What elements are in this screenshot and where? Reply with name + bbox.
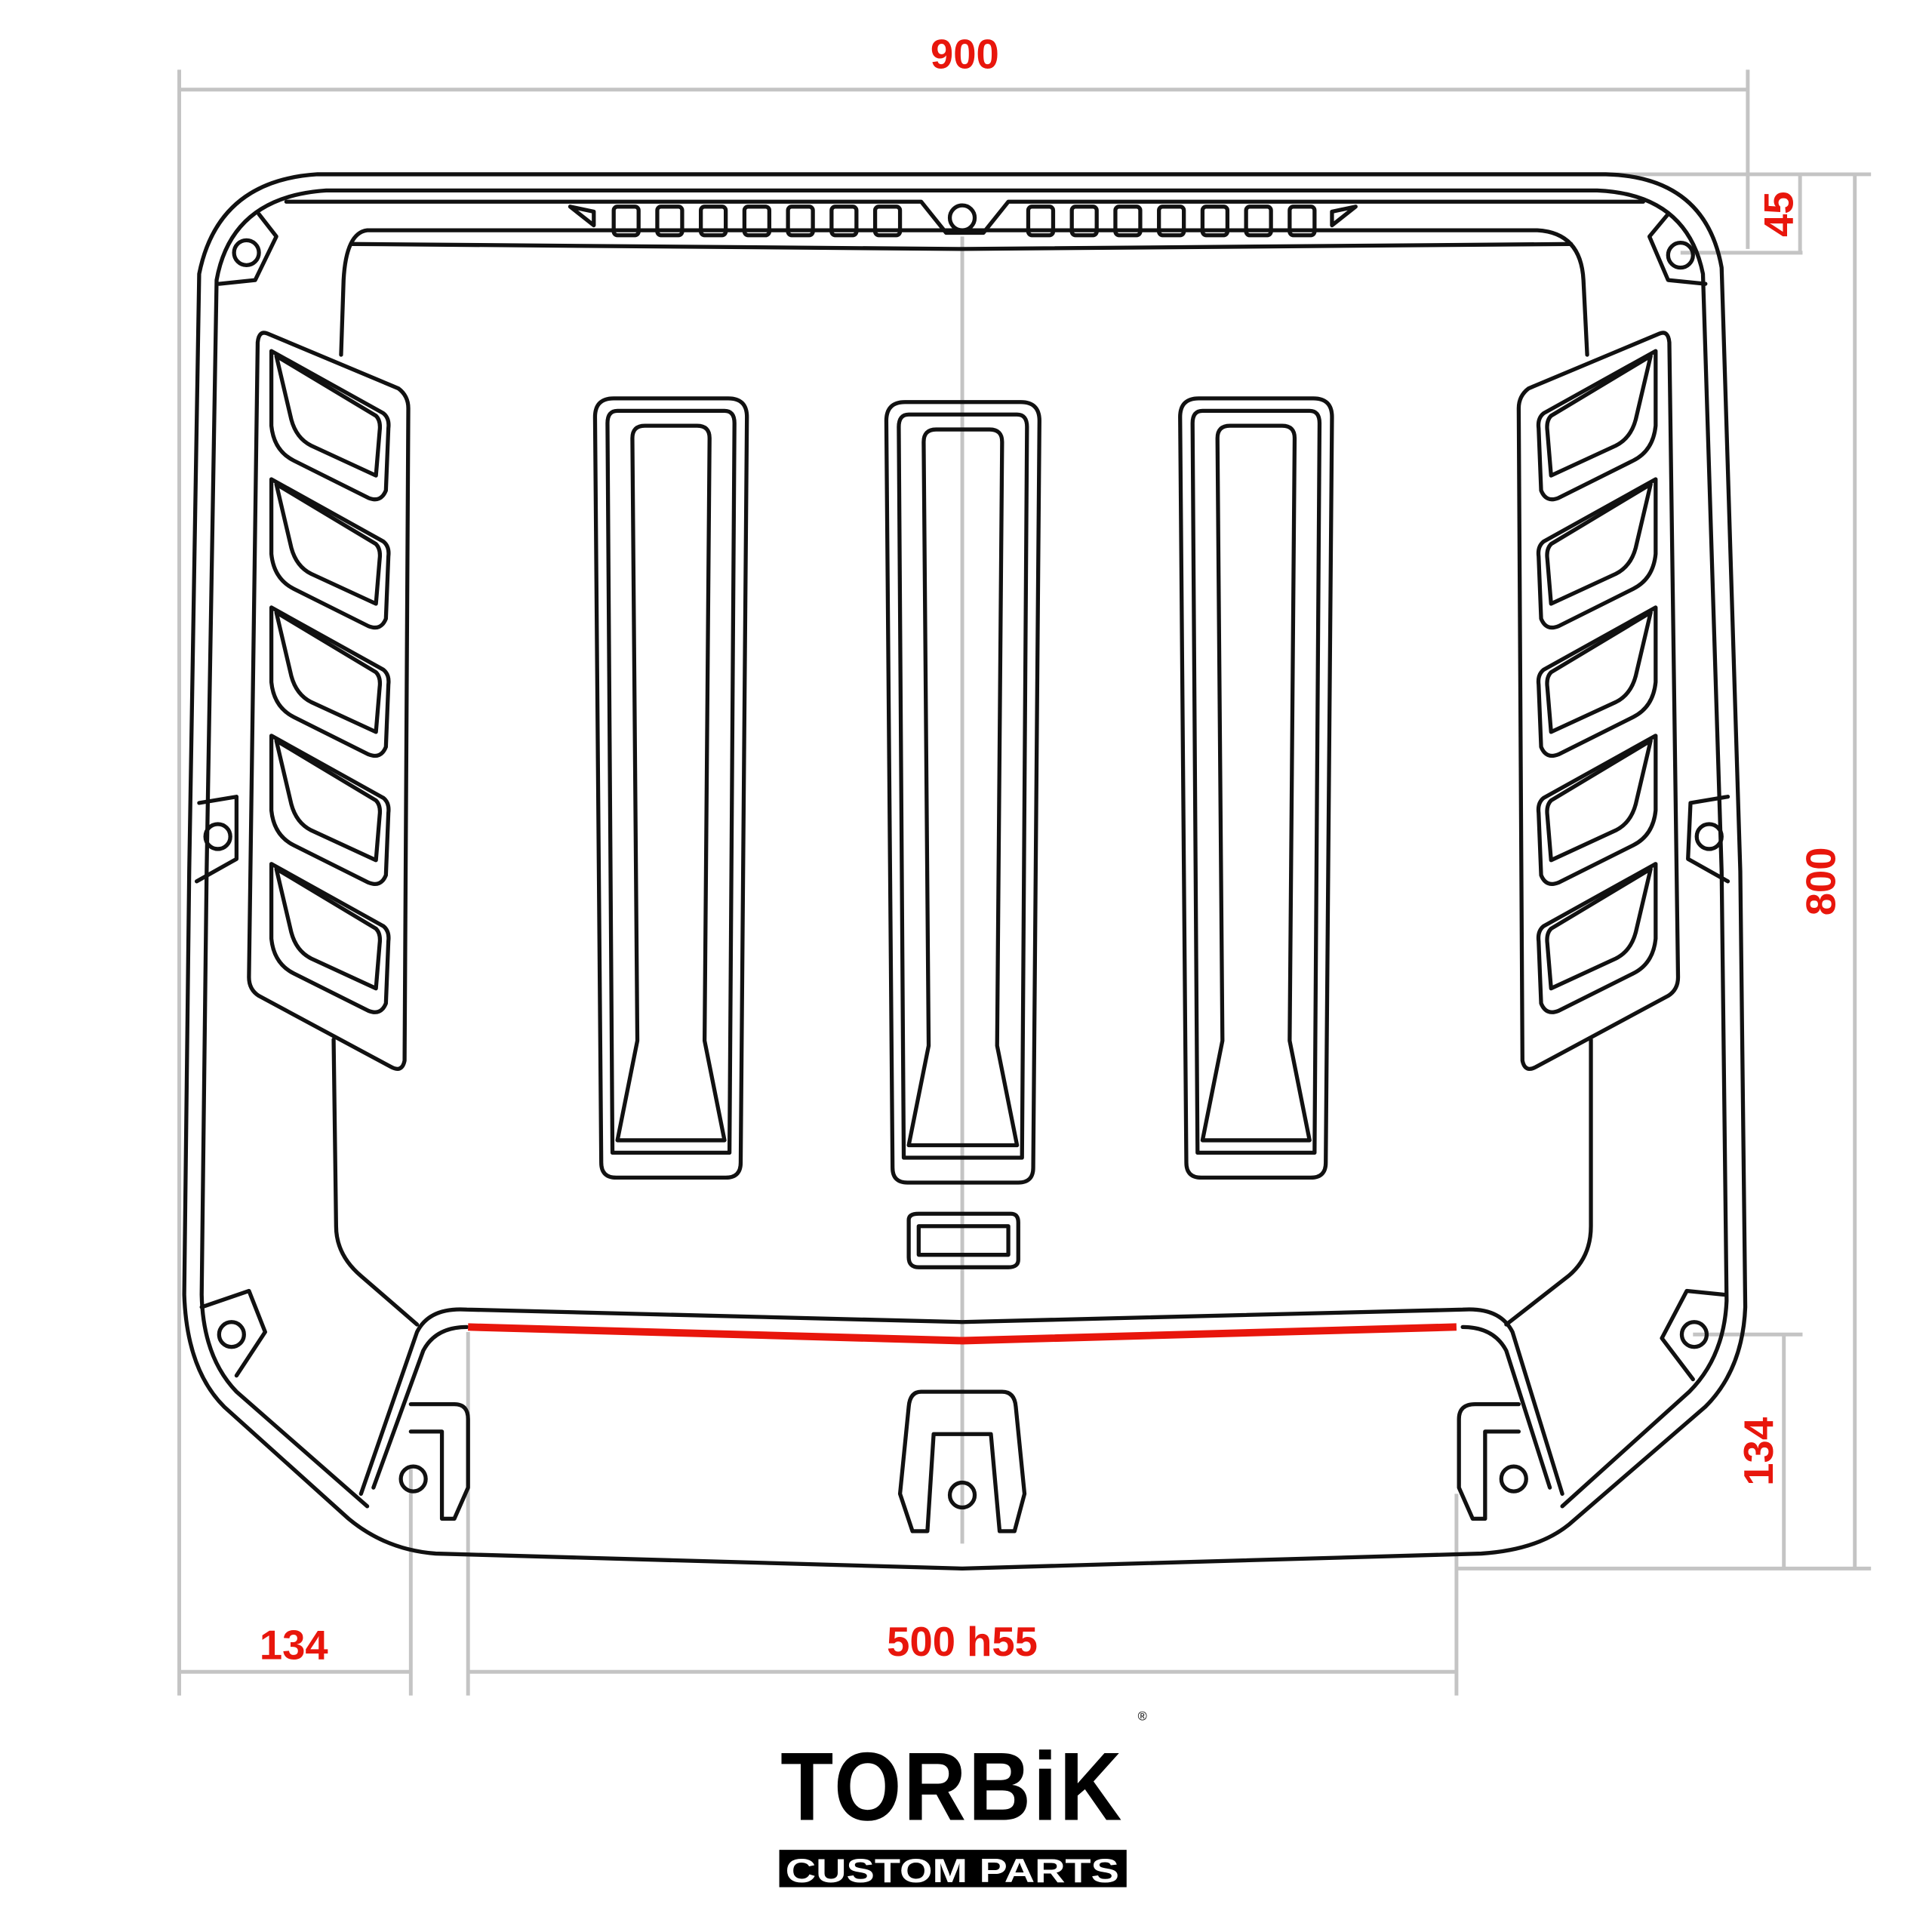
dim-bottom-134: 134: [1736, 1417, 1782, 1486]
hood-body: [182, 172, 1748, 1571]
slot: [611, 205, 641, 238]
dim-lip-500: 500 h55: [887, 1619, 1038, 1665]
long-vent: [884, 400, 1041, 1185]
center-vents: [592, 396, 1334, 1185]
louver: [1536, 477, 1658, 630]
louver: [269, 477, 391, 630]
lip-highlight-line: [468, 1323, 1457, 1345]
louver-set-left: [247, 331, 411, 1071]
dim-height-800: 800: [1798, 847, 1844, 915]
dim-top-45: 45: [1755, 191, 1801, 237]
dimension-labels: 900 45 800 134 134 500 h55: [260, 32, 1844, 1669]
louver: [1536, 349, 1658, 502]
logo-brand: TORBiK: [780, 1734, 1124, 1841]
louver: [269, 349, 391, 502]
slot: [1026, 205, 1056, 238]
dim-left-134: 134: [260, 1623, 328, 1669]
slot: [1113, 205, 1143, 238]
slot: [1287, 205, 1317, 238]
louver: [269, 862, 391, 1014]
torbik-logo: TORBiK ® CUSTOM PARTS: [779, 1710, 1147, 1890]
louver-set-right: [1516, 331, 1681, 1071]
louver: [1536, 862, 1658, 1014]
slot: [1157, 205, 1186, 238]
slot: [1244, 205, 1273, 238]
slot: [568, 205, 596, 228]
slot: [1069, 205, 1099, 238]
slot: [786, 205, 815, 238]
slot: [699, 205, 728, 238]
louver: [1536, 734, 1658, 886]
louver: [269, 605, 391, 758]
slot: [1200, 205, 1230, 238]
top-vent-slots: [568, 205, 1358, 238]
mounting-holes: [203, 203, 1724, 1510]
logo-registered: ®: [1138, 1710, 1147, 1724]
dim-width-900: 900: [931, 32, 999, 78]
dimension-lines: [177, 69, 1872, 1696]
louver: [269, 734, 391, 886]
side-louvers: [247, 331, 1681, 1071]
long-vent: [1178, 396, 1334, 1180]
logo-tagline: CUSTOM PARTS: [786, 1853, 1119, 1890]
louver: [1536, 605, 1658, 758]
slot: [1330, 205, 1358, 228]
slot: [742, 205, 772, 238]
slot: [829, 205, 859, 238]
slot: [872, 205, 903, 238]
long-vent: [592, 396, 749, 1180]
slot: [655, 205, 685, 238]
